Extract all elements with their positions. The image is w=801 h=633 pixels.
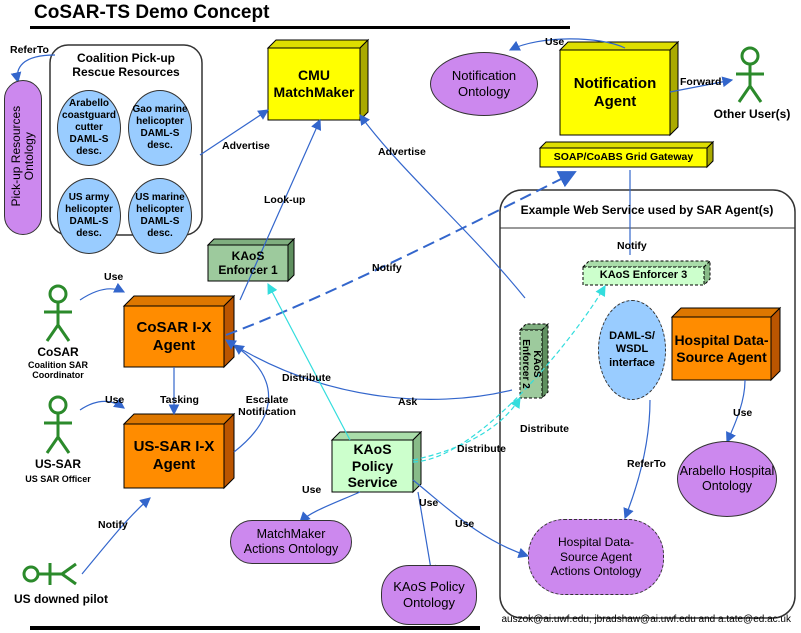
daml-wsdl-interface-node[interactable]: DAML-S/ WSDL interface	[598, 300, 666, 400]
look-up-label: Look-up	[264, 194, 306, 206]
distribute-label: Distribute	[520, 423, 570, 435]
distribute-label: Distribute	[457, 443, 507, 455]
ussar-ix-agent-node[interactable]: US-SAR I-X Agent	[133, 438, 215, 473]
title-rule	[30, 26, 570, 29]
footer-credits: auszok@ai.uwf.edu, jbradshaw@ai.uwf.edu …	[501, 614, 791, 625]
use-label: Use	[105, 394, 125, 406]
ussar-person-label: US-SAR	[34, 457, 81, 471]
use-label: Use	[419, 497, 439, 509]
hospital-agent-node[interactable]: Hospital Data-Source Agent	[674, 331, 769, 365]
web-service-title: Example Web Service used by SAR Agent(s)	[520, 203, 774, 217]
distribute-label: Distribute	[282, 372, 332, 384]
advertise-label: Advertise	[222, 140, 270, 152]
diagram-title: CoSAR-TS Demo Concept	[34, 2, 270, 23]
soap-gateway-node[interactable]: SOAP/CoABS Grid Gateway	[553, 151, 694, 164]
refer-to-label: ReferTo	[10, 44, 49, 56]
coalition-title: Coalition Pick-up Rescue Resources	[72, 51, 180, 79]
kaos-policy-service-node[interactable]: KAoS Policy Service	[347, 440, 398, 491]
ussar-figure-icon	[44, 395, 72, 454]
notify-label: Notify	[617, 240, 647, 252]
pickup-ontology-node[interactable]: Pick-up Resources Ontology	[4, 80, 42, 235]
use-label: Use	[545, 36, 565, 48]
kaos-enforcer3-node[interactable]: KAoS Enforcer 3	[599, 269, 688, 282]
tasking-label: Tasking	[160, 394, 199, 406]
kaos-enforcer2-node[interactable]: KAoS Enforcer 2	[520, 339, 542, 389]
use-label: Use	[455, 518, 475, 530]
cosar-ix-agent-node[interactable]: CoSAR I-X Agent	[136, 318, 212, 354]
gao-helicopter-node[interactable]: Gao marine helicopter DAML-S desc.	[128, 90, 192, 166]
use-label: Use	[104, 271, 124, 283]
ussar-role-label: US SAR Officer	[25, 474, 91, 484]
escalate-notification-label: Escalate Notification	[238, 394, 296, 419]
use-label: Use	[302, 484, 322, 496]
refer-to-label: ReferTo	[627, 458, 666, 470]
kaos-policy-ontology-node[interactable]: KAoS Policy Ontology	[381, 565, 477, 625]
notify-label: Notify	[98, 519, 128, 531]
advertise-label: Advertise	[378, 146, 426, 158]
downed-pilot-figure-icon	[22, 562, 77, 586]
matchmaker-actions-ontology-node[interactable]: MatchMaker Actions Ontology	[230, 520, 352, 564]
cosar-role-label: Coalition SAR Coordinator	[28, 360, 88, 381]
arabello-hospital-ontology-node[interactable]: Arabello Hospital Ontology	[677, 441, 777, 517]
ask-label: Ask	[398, 396, 418, 408]
us-army-helicopter-node[interactable]: US army helicopter DAML-S desc.	[57, 178, 121, 254]
us-marine-helicopter-node[interactable]: US marine helicopter DAML-S desc.	[128, 178, 192, 254]
notify-label: Notify	[372, 262, 402, 274]
footer-rule	[30, 626, 480, 630]
other-users-figure-icon	[736, 46, 764, 103]
notification-ontology-node[interactable]: Notification Ontology	[430, 52, 538, 116]
arabello-cutter-node[interactable]: Arabello coastguard cutter DAML-S desc.	[57, 90, 121, 166]
cosar-figure-icon	[44, 284, 72, 342]
forward-label: Forward	[680, 76, 722, 88]
kaos-enforcer1-node[interactable]: KAoS Enforcer 1	[218, 248, 278, 277]
use-label: Use	[733, 407, 753, 419]
other-users-label: Other User(s)	[713, 107, 791, 121]
hospital-actions-ontology-node[interactable]: Hospital Data-Source Agent Actions Ontol…	[528, 519, 664, 595]
notification-agent-node[interactable]: Notification Agent	[573, 74, 657, 110]
downed-pilot-label: US downed pilot	[14, 592, 108, 606]
cosar-person-label: CoSAR	[37, 345, 79, 359]
cmu-matchmaker-node[interactable]: CMU MatchMaker	[273, 67, 355, 100]
